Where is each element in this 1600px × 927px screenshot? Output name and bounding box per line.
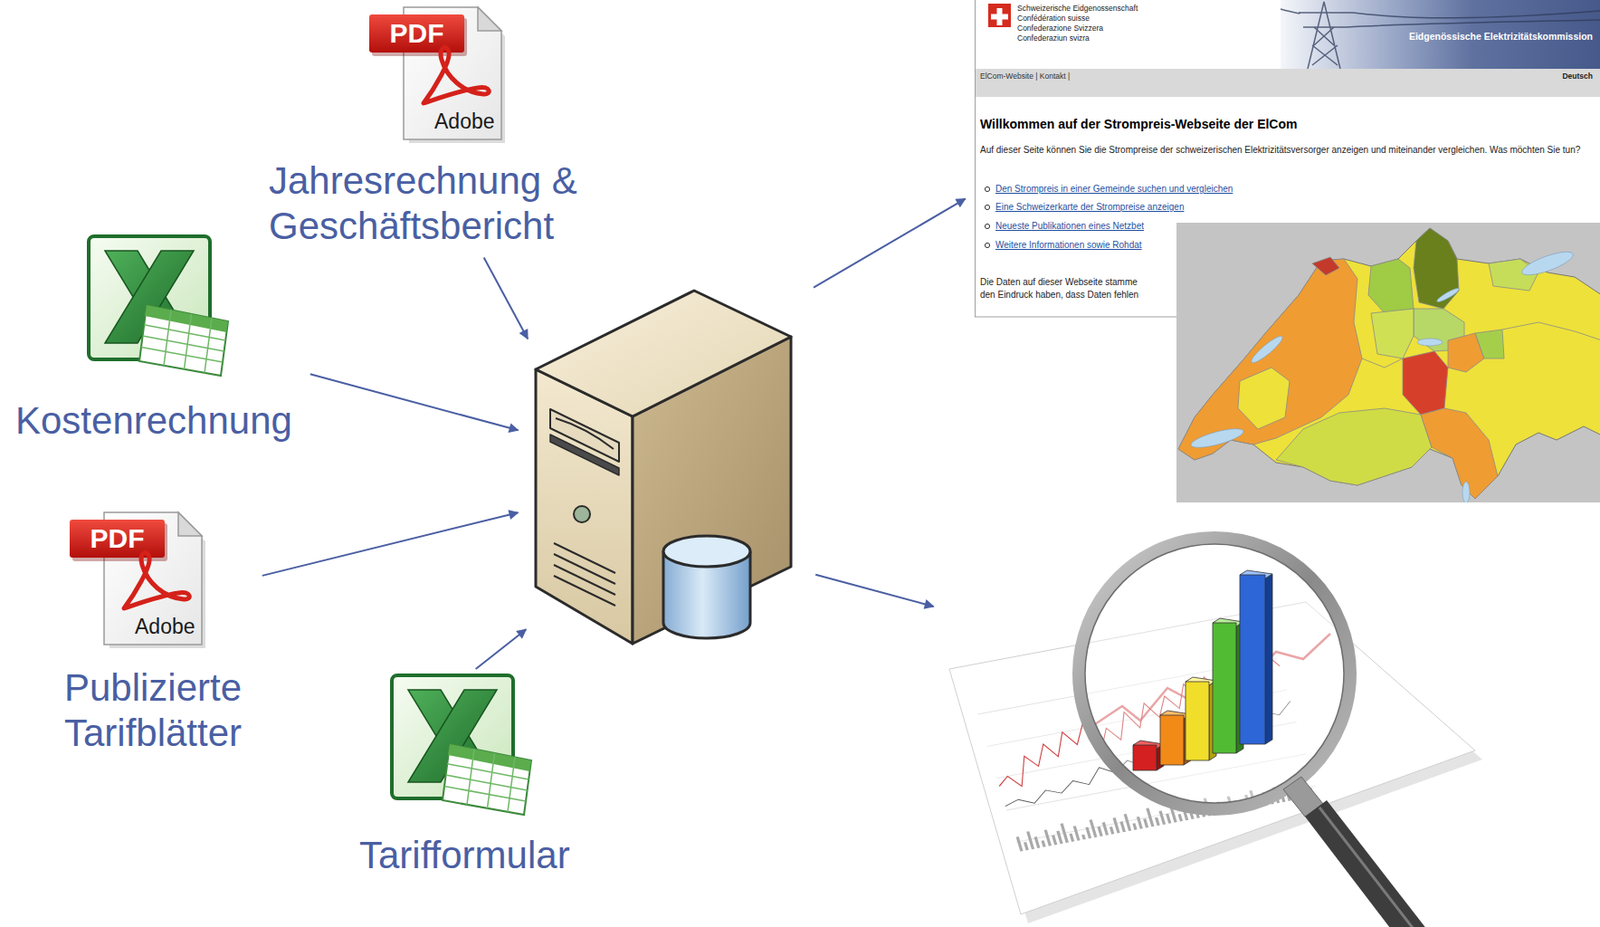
pdf-icon [69, 512, 206, 648]
flow-arrow [813, 199, 966, 288]
analysis-illustration [949, 537, 1483, 927]
website-screenshot: Schweizerische EidgenossenschaftConfédér… [974, 0, 1600, 317]
flow-arrow [262, 512, 519, 576]
icon-badge: PDF [369, 14, 465, 53]
icon-brand: Adobe [134, 613, 196, 639]
pdf-icon [369, 7, 505, 143]
source-spreadsheet: Tarifformular [359, 673, 577, 878]
agency-name: Confédération suisse [1017, 13, 1090, 24]
flow-arrow [310, 373, 519, 430]
source-document: PDF AdobePublizierte Tarifblätter [48, 510, 258, 757]
icon-badge: PDF [69, 519, 165, 558]
excel-icon [88, 236, 229, 376]
nav-links: ElCom-Website | Kontakt | [980, 71, 1070, 82]
price-map [1176, 222, 1600, 503]
icon-brand: Adobe [434, 108, 496, 134]
language-switch: Deutsch [1561, 71, 1593, 82]
database-server [530, 290, 797, 644]
flow-arrow [476, 628, 527, 669]
page-link: Den Strompreis in einer Gemeinde suchen … [995, 182, 1233, 195]
page-heading: Willkommen auf der Strompreis-Webseite d… [980, 115, 1297, 133]
source-document: PDF AdobeJahresrechnung & Geschäftsberich… [268, 5, 595, 250]
note-text: den Eindruck haben, dass Daten fehlen [980, 288, 1139, 301]
page-link: Eine Schweizerkarte der Strompreise anze… [995, 200, 1184, 213]
server-illustration [535, 290, 791, 644]
source-label: Jahresrechnung & Geschäftsbericht [268, 158, 595, 250]
source-label: Kostenrechnung [15, 398, 305, 444]
flow-arrow [484, 257, 528, 340]
note-text: Die Daten auf dieser Webseite stamme [980, 276, 1138, 288]
agency-name: Schweizerische Eidgenossenschaft [1017, 3, 1138, 14]
agency-name: Confederazione Svizzera [1017, 23, 1104, 34]
page-link: Neueste Publikationen eines Netzbet [995, 219, 1144, 232]
analysis-chart [949, 541, 1476, 927]
page-link: Weitere Informationen sowie Rohdat [995, 238, 1143, 251]
flow-arrow [815, 574, 934, 607]
agency-name: Confederaziun svizra [1017, 33, 1090, 44]
excel-icon [391, 675, 532, 815]
source-spreadsheet: Kostenrechnung [15, 234, 305, 444]
source-label: Tarifformular [359, 832, 577, 878]
intro-text: Auf dieser Seite können Sie die Strompre… [980, 143, 1596, 156]
site-banner-title: Eidgenössische Elektrizitätskommission [1409, 30, 1593, 44]
source-label: Publizierte Tarifblätter [48, 665, 258, 757]
